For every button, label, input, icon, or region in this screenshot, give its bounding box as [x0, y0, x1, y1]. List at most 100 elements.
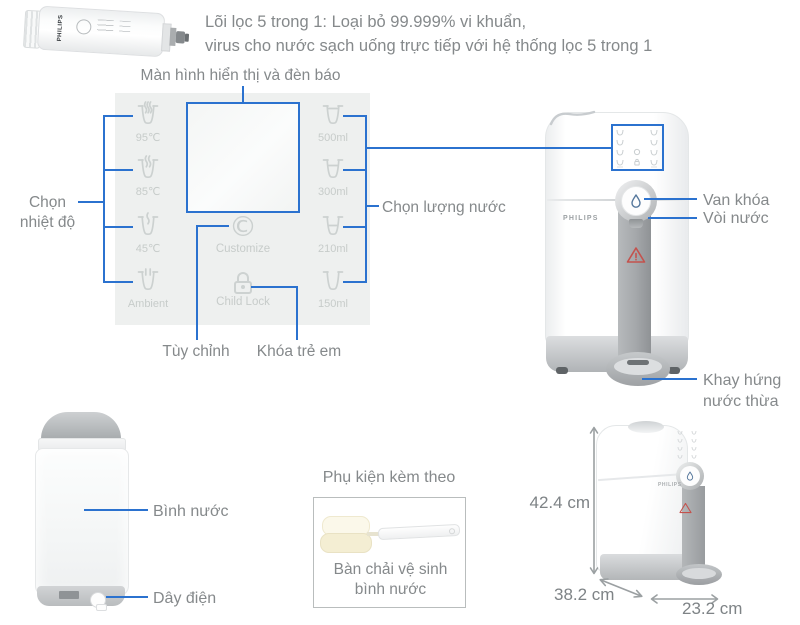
volume-group-label: Chọn lượng nước [382, 199, 506, 216]
customize-callout-label: Tùy chỉnh [162, 343, 230, 360]
cartridge-fine-print-2 [118, 20, 131, 36]
display-panel [611, 124, 664, 171]
width-arrow [650, 594, 719, 604]
customize-line-h [196, 225, 229, 227]
cord-line [106, 596, 148, 598]
vol-150-line [343, 281, 367, 283]
vol-210-icon [322, 216, 344, 236]
temp-85-line [103, 169, 133, 171]
drip-tray-label: Khay hứng nước thừa [703, 370, 800, 412]
vol-210-label: 210ml [318, 243, 348, 255]
dim-brand: PHILIPS [658, 482, 682, 488]
dispenser-foot-left [556, 367, 568, 374]
spout-label: Vòi nước [703, 210, 769, 227]
vol-150-icon [322, 271, 344, 291]
tank-line [84, 509, 148, 511]
child-lock-label: Child Lock [216, 296, 270, 308]
temp-ambient-label: Ambient [127, 298, 169, 310]
valve-dial-face [621, 186, 651, 216]
temp-group-vline [103, 115, 105, 283]
height-dimension: 42.4 cm [529, 493, 590, 512]
tank-label: Bình nước [153, 503, 229, 520]
width-dimension: 23.2 cm [682, 599, 743, 618]
dim-panel-marks [677, 430, 697, 459]
temp-45-line [103, 226, 133, 228]
accessory-box: Bàn chải vệ sinh bình nước [313, 497, 466, 608]
temperature-group-line1: Chọn [28, 194, 67, 211]
dim-product-body [596, 425, 688, 572]
temp-45-label: 45℃ [135, 243, 161, 255]
cartridge-nozzle-step3 [175, 31, 186, 44]
drip-tray-label-line2: nước thừa [703, 393, 779, 410]
filter-cartridge-rotated: PHILIPS [22, 0, 197, 67]
spout [629, 219, 643, 228]
dispenser-brand: PHILIPS [563, 215, 599, 222]
child-lock-line-h [251, 286, 298, 288]
dimensions-figure: PHILIPS [588, 418, 800, 623]
dispenser-handle-notch [549, 110, 596, 126]
temp-95-line [103, 115, 133, 117]
brush-sponge-bottom [320, 533, 372, 553]
warning-triangle-icon [626, 247, 646, 263]
dim-warning-icon [679, 502, 692, 514]
accessory-item-label: Bàn chải vệ sinh bình nước [319, 560, 462, 600]
brush-handle [377, 523, 461, 541]
vol-300-icon [322, 159, 344, 179]
display-callout-label: Màn hình hiển thị và đèn báo [140, 67, 341, 84]
depth-dimension: 38.2 cm [554, 585, 615, 604]
vol-500-label: 500ml [318, 132, 348, 144]
child-lock-callout-label: Khóa trẻ em [256, 343, 342, 360]
water-drop-icon [631, 194, 641, 208]
accessory-title: Phụ kiện kèm theo [322, 469, 456, 486]
display-panel-icons [616, 129, 658, 168]
child-lock-icon [237, 272, 249, 283]
tank-body [35, 448, 129, 596]
height-arrow [589, 426, 599, 575]
control-panel: 95℃ 85℃ 45℃ Ambient 500ml 300ml 210ml [115, 93, 370, 325]
header-line-2: virus cho nước sạch uống trực tiếp với h… [205, 37, 653, 55]
vol-300-line [343, 169, 367, 171]
temp-ambient-icon [137, 268, 159, 291]
panel-to-display-line [365, 147, 611, 149]
tank-label-chip [59, 591, 79, 599]
dim-tray-foot-inner [682, 568, 716, 579]
customize-label: Customize [215, 243, 271, 255]
cartridge-nozzle-tip [184, 33, 190, 42]
child-lock-icon-dot [241, 285, 245, 289]
vol-group-vline [365, 115, 367, 283]
temp-95-label: 95℃ [135, 132, 161, 144]
temp-group-dash [78, 201, 103, 203]
drip-tray-label-line1: Khay hứng [703, 372, 782, 389]
valve-line [644, 198, 697, 200]
temp-ambient-line [103, 281, 133, 283]
vol-500-line [343, 115, 367, 117]
cord-label: Dây điện [153, 590, 217, 607]
drip-tray-slot [627, 360, 649, 365]
temp-45-icon [137, 212, 159, 236]
display-callout-line [242, 86, 244, 102]
water-tank [33, 410, 133, 611]
dispenser-column [618, 200, 651, 368]
depth-arrow [599, 578, 643, 598]
display-screen [186, 102, 300, 213]
cartridge-brand-text: PHILIPS [56, 14, 65, 42]
spout-line [648, 217, 697, 219]
vol-group-dash [365, 205, 379, 207]
dim-water-drop-icon [686, 471, 694, 481]
header-line-1: Lõi lọc 5 trong 1: Loại bỏ 99.999% vi kh… [205, 13, 527, 31]
vol-300-label: 300ml [318, 186, 348, 198]
brush-handle-hole [448, 527, 456, 534]
dispenser-foot-right [668, 367, 680, 374]
drip-tray-line [642, 378, 697, 380]
temperature-group-label: Chọn nhiệt độ [5, 193, 90, 233]
header-description: Lõi lọc 5 trong 1: Loại bỏ 99.999% vi kh… [205, 10, 715, 58]
customize-icon: © [229, 210, 257, 243]
cartridge-fine-print [96, 19, 114, 35]
vol-210-line [343, 226, 367, 228]
accessory-item-line1: Bàn chải vệ sinh [333, 561, 448, 578]
temp-85-icon [137, 155, 159, 179]
drip-tray-inner [614, 358, 662, 375]
brush-stem [367, 532, 381, 536]
dim-column [682, 486, 705, 573]
